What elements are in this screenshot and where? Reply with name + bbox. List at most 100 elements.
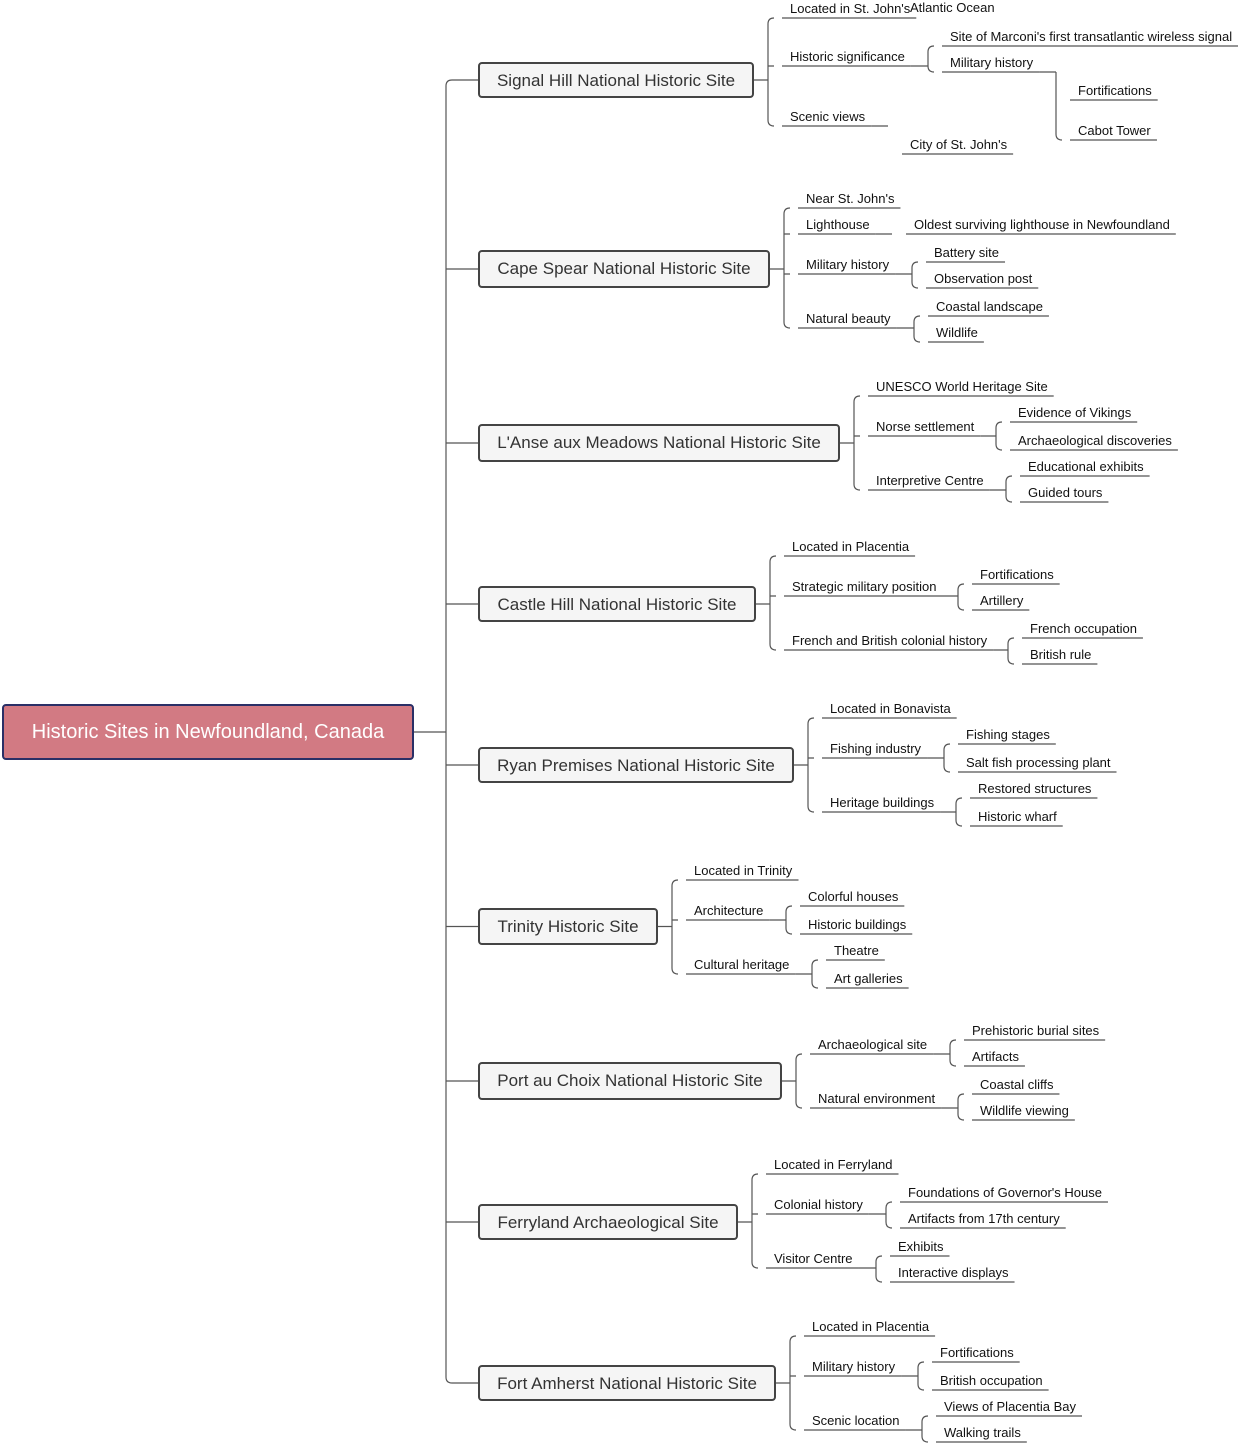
detail-node[interactable]: Educational exhibits	[1028, 459, 1144, 474]
subtopic-6-0-connector	[933, 1039, 957, 1067]
subtopic-node[interactable]: Heritage buildings	[830, 795, 935, 810]
detail-node[interactable]: Evidence of Vikings	[1018, 405, 1132, 420]
subtopic-node[interactable]: Archaeological site	[818, 1037, 928, 1052]
subtopic-7-2-connector	[858, 1255, 883, 1283]
detail-node[interactable]: Coastal landscape	[936, 299, 1043, 314]
detail-node[interactable]: Historic buildings	[808, 917, 907, 932]
detail-node[interactable]: Exhibits	[898, 1239, 944, 1254]
subtopic-node[interactable]: Historic significance	[790, 49, 905, 64]
subtopic-2-1-connector	[980, 421, 1003, 451]
detail-node[interactable]: Prehistoric burial sites	[972, 1023, 1100, 1038]
detail-node[interactable]: Fishing stages	[966, 727, 1050, 742]
subtopic-node[interactable]: Located in Trinity	[694, 863, 793, 878]
detail-0-1-1-connector	[1039, 71, 1063, 141]
subtopic-8-1-connector	[901, 1361, 925, 1391]
subtopic-node[interactable]: Cultural heritage	[694, 957, 790, 972]
branch-node[interactable]: Signal Hill National Historic Site	[478, 62, 754, 98]
detail-node[interactable]: Artifacts from 17th century	[908, 1211, 1060, 1226]
detail-node[interactable]: Salt fish processing plant	[966, 755, 1111, 770]
subtopic-0-1-connector	[910, 45, 935, 73]
branch-node[interactable]: Ryan Premises National Historic Site	[478, 747, 794, 783]
subtopic-2-2-connector	[989, 475, 1013, 503]
detail-node[interactable]: Historic wharf	[978, 809, 1057, 824]
detail-node[interactable]: Guided tours	[1028, 485, 1103, 500]
branch-node[interactable]: L'Anse aux Meadows National Historic Sit…	[478, 424, 840, 462]
detail-node[interactable]: Observation post	[934, 271, 1033, 286]
branch-node[interactable]: Fort Amherst National Historic Site	[478, 1365, 776, 1401]
branch-4-connector	[794, 717, 815, 813]
branch-5-connector	[658, 879, 679, 975]
detail-node[interactable]: Fortifications	[940, 1345, 1014, 1360]
branch-node[interactable]: Trinity Historic Site	[478, 908, 658, 945]
detail-node[interactable]: Art galleries	[834, 971, 903, 986]
subtopic-3-1-connector	[942, 583, 965, 611]
detail-node[interactable]: Wildlife viewing	[980, 1103, 1069, 1118]
branch-1-connector	[770, 207, 791, 329]
detail-node[interactable]: British occupation	[940, 1373, 1043, 1388]
subtopic-node[interactable]: Military history	[812, 1359, 896, 1374]
sub-detail-node[interactable]: Fortifications	[1078, 83, 1152, 98]
detail-node[interactable]: Colorful houses	[808, 889, 899, 904]
detail-node[interactable]: Artifacts	[972, 1049, 1019, 1064]
detail-node[interactable]: Fortifications	[980, 567, 1054, 582]
subtopic-node[interactable]: Located in Placentia	[792, 539, 910, 554]
subtopic-node[interactable]: Lighthouse	[806, 217, 870, 232]
detail-node[interactable]: Oldest surviving lighthouse in Newfoundl…	[914, 217, 1170, 232]
subtopic-node[interactable]: Architecture	[694, 903, 764, 918]
sub-detail-node[interactable]: Cabot Tower	[1078, 123, 1151, 138]
root-connector	[414, 79, 453, 1384]
subtopic-8-2-connector	[905, 1415, 929, 1443]
subtopic-node[interactable]: Military history	[806, 257, 890, 272]
detail-node[interactable]: Wildlife	[936, 325, 978, 340]
subtopic-node[interactable]: Natural beauty	[806, 311, 891, 326]
detail-node[interactable]: French occupation	[1030, 621, 1137, 636]
detail-node[interactable]: Views of Placentia Bay	[944, 1399, 1076, 1414]
detail-node[interactable]: Archaeological discoveries	[1018, 433, 1172, 448]
detail-node[interactable]: British rule	[1030, 647, 1092, 662]
root-node[interactable]: Historic Sites in Newfoundland, Canada	[2, 704, 414, 760]
detail-node[interactable]: Site of Marconi's first transatlantic wi…	[950, 29, 1233, 44]
branch-node[interactable]: Cape Spear National Historic Site	[478, 250, 770, 288]
detail-node[interactable]: Battery site	[934, 245, 1000, 260]
subtopic-node[interactable]: Visitor Centre	[774, 1251, 853, 1266]
subtopic-node[interactable]: Fishing industry	[830, 741, 922, 756]
subtopic-1-2-connector	[895, 261, 919, 289]
detail-node[interactable]: Walking trails	[944, 1425, 1021, 1440]
subtopic-6-1-connector	[941, 1093, 965, 1121]
subtopic-node[interactable]: Scenic views	[790, 109, 866, 124]
detail-node[interactable]: Artillery	[980, 593, 1024, 608]
detail-node[interactable]: Theatre	[834, 943, 879, 958]
detail-node[interactable]: Atlantic Ocean	[910, 0, 995, 15]
branch-6-connector	[782, 1053, 803, 1109]
detail-node[interactable]: Foundations of Governor's House	[908, 1185, 1102, 1200]
subtopic-node[interactable]: Interpretive Centre	[876, 473, 984, 488]
detail-node[interactable]: Military history	[950, 55, 1034, 70]
subtopic-5-1-connector	[769, 905, 793, 935]
subtopic-node[interactable]: Located in Ferryland	[774, 1157, 893, 1172]
subtopic-node[interactable]: Located in Bonavista	[830, 701, 951, 716]
branch-0-connector	[754, 17, 775, 127]
detail-node[interactable]: City of St. John's	[910, 137, 1008, 152]
branch-node[interactable]: Castle Hill National Historic Site	[478, 586, 756, 622]
subtopic-node[interactable]: Near St. John's	[806, 191, 895, 206]
branch-node[interactable]: Ferryland Archaeological Site	[478, 1204, 738, 1240]
subtopic-node[interactable]: Located in St. John's	[790, 1, 911, 16]
detail-node[interactable]: Interactive displays	[898, 1265, 1009, 1280]
subtopic-node[interactable]: UNESCO World Heritage Site	[876, 379, 1048, 394]
detail-node[interactable]: Restored structures	[978, 781, 1092, 796]
subtopic-node[interactable]: French and British colonial history	[792, 633, 988, 648]
subtopic-4-2-connector	[940, 797, 963, 827]
branch-node[interactable]: Port au Choix National Historic Site	[478, 1062, 782, 1100]
subtopic-node[interactable]: Natural environment	[818, 1091, 936, 1106]
subtopic-node[interactable]: Colonial history	[774, 1197, 863, 1212]
subtopic-node[interactable]: Strategic military position	[792, 579, 937, 594]
subtopic-node[interactable]: Scenic location	[812, 1413, 900, 1428]
subtopic-4-1-connector	[927, 743, 951, 773]
detail-node[interactable]: Coastal cliffs	[980, 1077, 1054, 1092]
subtopic-node[interactable]: Located in Placentia	[812, 1319, 930, 1334]
subtopic-1-3-connector	[896, 315, 921, 343]
branch-7-connector	[738, 1173, 759, 1269]
branch-8-connector	[776, 1335, 797, 1431]
subtopic-node[interactable]: Norse settlement	[876, 419, 975, 434]
